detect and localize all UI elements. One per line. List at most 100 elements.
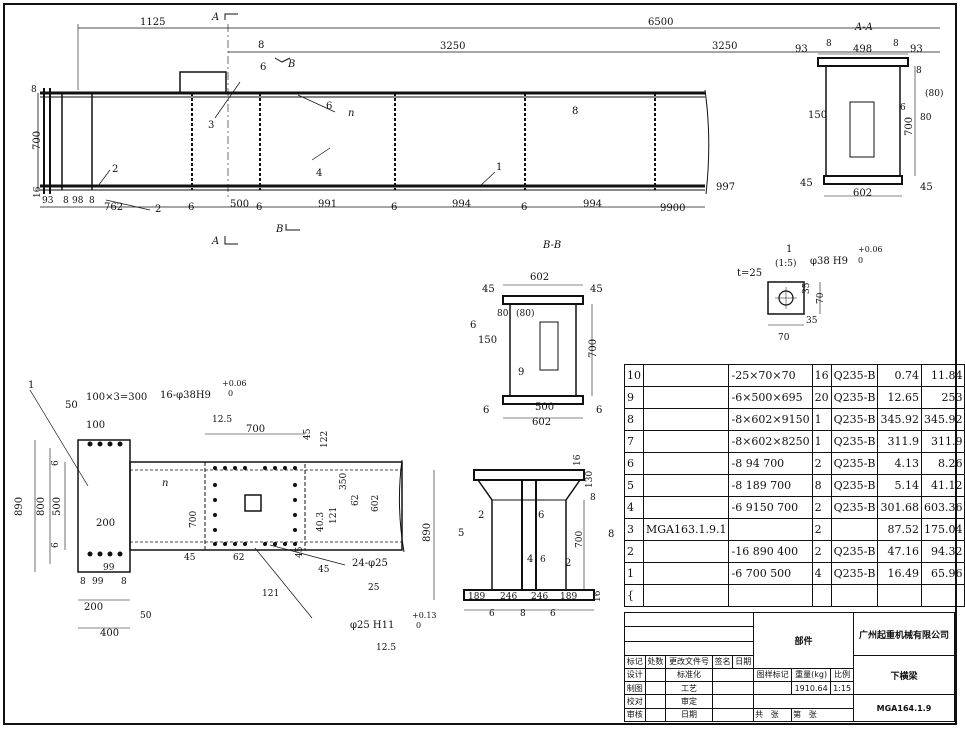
plan-holes-spec: 24-φ25 bbox=[352, 558, 388, 569]
bom-cell-w2: 41.12 bbox=[921, 475, 965, 497]
bom-cell-qty: 2 bbox=[812, 497, 831, 519]
end-callout-2b: 2 bbox=[565, 558, 571, 569]
bom-cell-w2: 345.92 bbox=[921, 409, 965, 431]
aa-weld-6: 6 bbox=[900, 103, 906, 113]
aa-dim-93a: 93 bbox=[795, 44, 808, 55]
detail-tol-top: +0.06 bbox=[858, 245, 883, 254]
tb-design-label: 设计 bbox=[625, 668, 646, 681]
detail-tol-bottom: 0 bbox=[858, 256, 863, 265]
detail-hole: φ38 H9 bbox=[810, 256, 848, 267]
tb-rev-sign: 签名 bbox=[712, 656, 733, 668]
plan-dim-45-top: 45 bbox=[303, 428, 313, 440]
bom-cell-mat: Q235-B bbox=[831, 387, 878, 409]
end-dim-700: 700 bbox=[575, 531, 585, 548]
bom-cell-w1: 5.14 bbox=[878, 475, 922, 497]
bom-cell-no: 4 bbox=[625, 497, 644, 519]
callout-8: 8 bbox=[572, 106, 578, 117]
end-dim-130: 130 bbox=[585, 471, 595, 488]
bom-cell-qty: 1 bbox=[812, 409, 831, 431]
plan-dim-8b: 8 bbox=[121, 577, 127, 587]
plan-holes bbox=[88, 442, 298, 557]
tb-approve-label: 审定 bbox=[666, 695, 713, 708]
bom-cell-w2: 603.36 bbox=[921, 497, 965, 519]
bb-dim-602-top: 602 bbox=[530, 272, 549, 283]
plan-hole-tol-bottom: 0 bbox=[228, 389, 233, 398]
bom-cell-w1: 47.16 bbox=[878, 541, 922, 563]
plan-dim-40-3: 40.3 bbox=[316, 512, 326, 532]
bom-cell-no: 2 bbox=[625, 541, 644, 563]
plan-hole-tol-top: +0.06 bbox=[222, 379, 247, 388]
bom-cell-w2: 8.26 bbox=[921, 453, 965, 475]
bom-cell-spec: -25×70×70 bbox=[729, 365, 812, 387]
bom-cell-qty: 20 bbox=[812, 387, 831, 409]
section-aa-view bbox=[818, 54, 915, 196]
bom-cell-code: MGA163.1.9.1 bbox=[644, 519, 729, 541]
end-callout-6a: 6 bbox=[538, 510, 544, 521]
plan-dim-122: 122 bbox=[320, 431, 330, 448]
plan-dim-200b: 200 bbox=[84, 602, 103, 613]
plan-callout-1: 1 bbox=[28, 380, 34, 391]
elev-dim-16: 16 bbox=[33, 186, 43, 198]
tb-part: 部件 bbox=[754, 613, 854, 669]
plan-dim-99a: 99 bbox=[103, 563, 115, 573]
plan-dim-500: 500 bbox=[52, 497, 63, 516]
bom-cell-no: 10 bbox=[625, 365, 644, 387]
tb-rev-count: 处数 bbox=[645, 656, 666, 668]
plan-dim-50b: 50 bbox=[140, 611, 152, 621]
elev-dim-997: 997 bbox=[716, 182, 735, 193]
detail-dim-70h: 70 bbox=[778, 333, 790, 343]
end-callout-6b: 6 bbox=[540, 555, 546, 565]
elev-dim-991: 991 bbox=[318, 199, 337, 210]
bb-dim-45b: 45 bbox=[590, 284, 603, 295]
end-dim-246a: 246 bbox=[500, 592, 517, 602]
bom-cell-mat: Q235-B bbox=[831, 431, 878, 453]
bb-weld-6b: 6 bbox=[483, 405, 489, 416]
elev-dim-994b: 994 bbox=[583, 199, 602, 210]
end-dim-890: 890 bbox=[422, 523, 433, 542]
end-dim-16: 16 bbox=[573, 454, 583, 466]
bom-cell-mat: Q235-B bbox=[831, 475, 878, 497]
plan-roughness-b: 25 bbox=[368, 583, 380, 593]
aa-dim-498: 498 bbox=[853, 44, 872, 55]
bom-cell-no: 1 bbox=[625, 563, 644, 585]
bom-cell-mat: Q235-B bbox=[831, 541, 878, 563]
end-view bbox=[434, 470, 594, 610]
plan-dim-121v: 121 bbox=[329, 507, 339, 524]
plan-bore-tol-bottom: 0 bbox=[416, 621, 421, 630]
bom-cell-w2: 94.32 bbox=[921, 541, 965, 563]
bom-cell-code bbox=[644, 475, 729, 497]
bom-cell-w2: 65.96 bbox=[921, 563, 965, 585]
elev-dim-6a: 6 bbox=[188, 202, 194, 213]
bb-callout-9: 9 bbox=[518, 367, 524, 378]
bb-dim-500: 500 bbox=[535, 402, 554, 413]
plan-dim-700-top: 700 bbox=[246, 424, 265, 435]
elev-dim-762: 762 bbox=[104, 202, 123, 213]
callout-1: 1 bbox=[496, 162, 502, 173]
tb-stage-label: 图样标记 bbox=[754, 668, 792, 681]
elev-dim-6d: 6 bbox=[521, 202, 527, 213]
end-view-labels: 16 130 8 890 5 2 6 4 6 2 700 8 189 246 2… bbox=[422, 454, 614, 619]
bom-cell-code bbox=[644, 365, 729, 387]
bom-cell-code bbox=[644, 563, 729, 585]
end-callout-4: 4 bbox=[527, 554, 533, 565]
plan-dim-200: 200 bbox=[96, 518, 115, 529]
tb-drawing-name: 下横梁 bbox=[853, 656, 954, 695]
plan-dim-hole-pitch: 100×3=300 bbox=[86, 392, 147, 403]
bom-cell-code bbox=[644, 541, 729, 563]
bom-cell-w1: 345.92 bbox=[878, 409, 922, 431]
bom-cell-no: 9 bbox=[625, 387, 644, 409]
aa-dim-8c: 8 bbox=[916, 66, 922, 76]
plan-dim-99b: 99 bbox=[92, 577, 104, 587]
elev-dim-500: 500 bbox=[230, 199, 249, 210]
tb-scale-label: 比例 bbox=[831, 668, 854, 681]
bom-cell-w2: 311.9 bbox=[921, 431, 965, 453]
tb-sheet-label: 第 bbox=[793, 710, 801, 719]
bom-cell-no: 6 bbox=[625, 453, 644, 475]
